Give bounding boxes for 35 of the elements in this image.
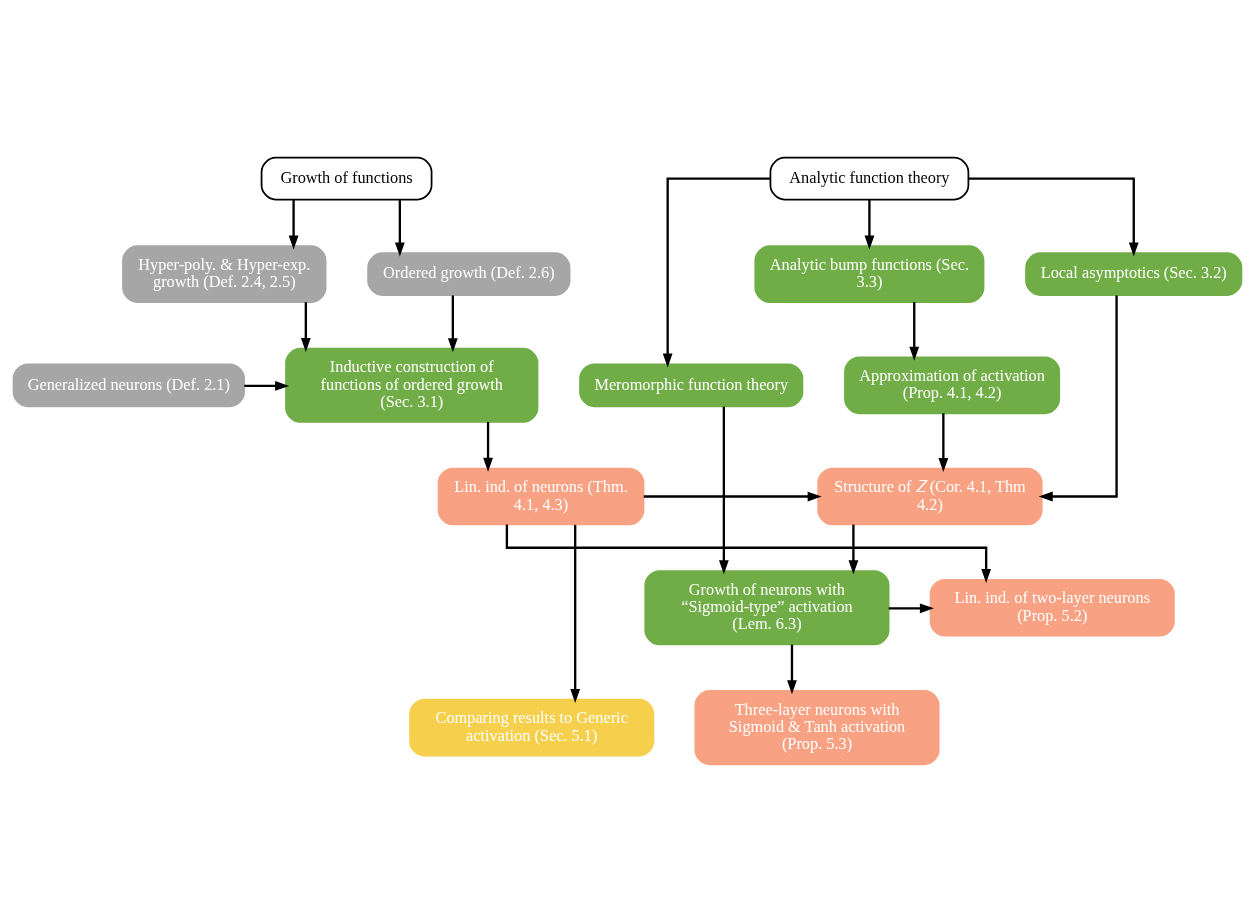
arrow [848, 524, 859, 575]
node-box: Growth of functions [260, 156, 433, 201]
node-box: Generalized neurons (Def. 2.1) [12, 363, 245, 408]
arrow [718, 406, 729, 575]
arrow [300, 302, 311, 352]
arrow [643, 491, 822, 502]
arrow [505, 524, 992, 584]
node-box: Lin. ind. of two-layer neurons (Prop. 5.2) [929, 578, 1175, 637]
arrow [968, 177, 1139, 257]
node-box: Analytic bump functions (Sec. 3.3) [754, 245, 985, 303]
arrow [909, 302, 920, 361]
node-box: Ordered growth (Def. 2.6) [367, 252, 571, 296]
arrow [864, 199, 875, 250]
node-box: Analytic function theory [769, 156, 970, 201]
node-box: Comparing results to Generic activation (Sec. 5.1) [409, 698, 655, 757]
arrow [288, 199, 299, 250]
arrow [888, 603, 934, 614]
node-box: Growth of neurons with “Sigmoid-type” activation (Lem. 6.3) [644, 570, 890, 646]
arrow [447, 295, 458, 353]
node-box: Hyper-poly. & Hyper-exp. growth (Def. 2.4, 2.5) [122, 245, 327, 303]
arrow [570, 524, 581, 703]
node-box: Three-layer neurons with Sigmoid & Tanh activation (Prop. 5.3) [694, 690, 940, 766]
node-box: Meromorphic function theory [579, 363, 804, 408]
node-box: Structure of 𝑍 (Cor. 4.1, Thm 4.2) [817, 467, 1043, 526]
node-box: Inductive construction of functions of ordered growth (Sec. 3.1) [285, 347, 539, 423]
arrow [394, 199, 405, 257]
arrow [1038, 295, 1118, 502]
node-box: Approximation of activation (Prop. 4.1, 4.2) [844, 356, 1061, 415]
arrow [483, 422, 493, 472]
arrow [787, 644, 797, 695]
node-box: Local asymptotics (Sec. 3.2) [1025, 252, 1243, 296]
arrow [662, 177, 771, 368]
arrow [244, 381, 290, 391]
arrow [938, 413, 949, 472]
node-box: Lin. ind. of neurons (Thm. 4.1, 4.3) [437, 467, 645, 526]
